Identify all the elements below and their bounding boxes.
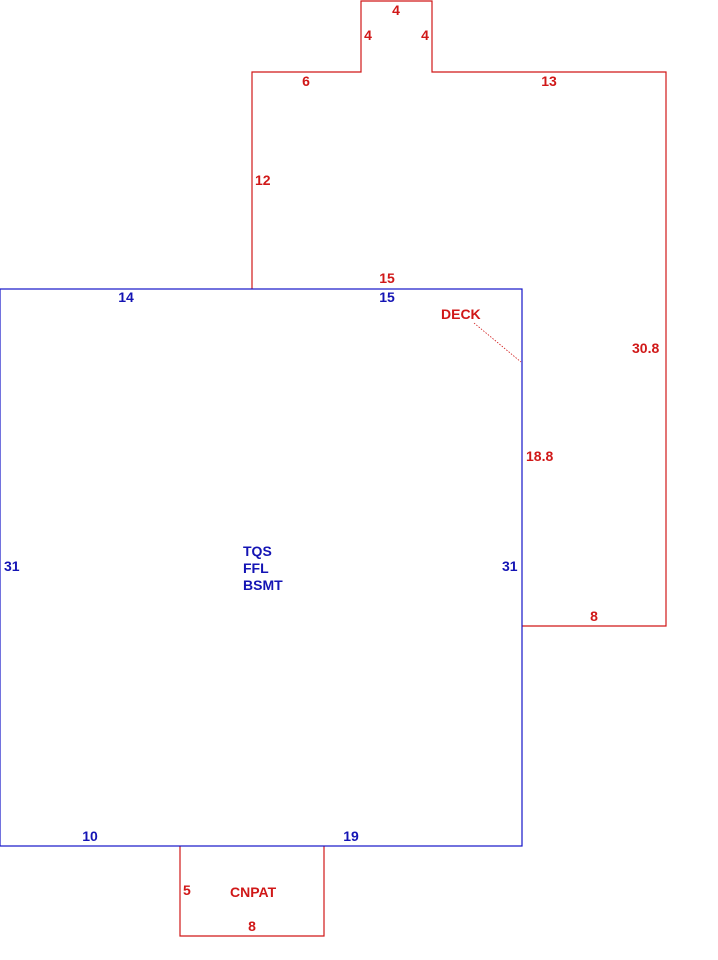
deck-dim-bottom-shared: 15 <box>379 270 395 286</box>
deck-label: DECK <box>441 306 481 322</box>
deck-dim-left: 12 <box>255 172 271 188</box>
main-dim-top-left: 14 <box>118 289 134 305</box>
cnpat-dim-bottom: 8 <box>248 918 256 934</box>
main-dim-bottom-right: 19 <box>343 828 359 844</box>
cnpat-label: CNPAT <box>230 884 277 900</box>
main-dim-bottom-left: 10 <box>82 828 98 844</box>
main-label-line-2: FFL <box>243 560 269 576</box>
deck-dim-bottom: 8 <box>590 608 598 624</box>
deck-leader-line <box>473 322 522 363</box>
deck-dim-stub-left: 4 <box>364 27 372 43</box>
main-dim-top-right: 15 <box>379 289 395 305</box>
deck-dim-top-left: 6 <box>302 73 310 89</box>
deck-dim-inner-right: 18.8 <box>526 448 553 464</box>
main-label-line-1: TQS <box>243 543 272 559</box>
main-dim-right: 31 <box>502 558 518 574</box>
main-structure-outline <box>0 288 523 847</box>
deck-dim-right: 30.8 <box>632 340 659 356</box>
main-dim-left: 31 <box>4 558 20 574</box>
deck-dim-stub-top: 4 <box>392 2 400 18</box>
deck-outline <box>251 0 667 627</box>
main-label-line-3: BSMT <box>243 577 283 593</box>
deck-dim-stub-right: 4 <box>421 27 429 43</box>
cnpat-outline <box>179 846 325 937</box>
deck-dim-top-right: 13 <box>541 73 557 89</box>
cnpat-dim-left: 5 <box>183 882 191 898</box>
